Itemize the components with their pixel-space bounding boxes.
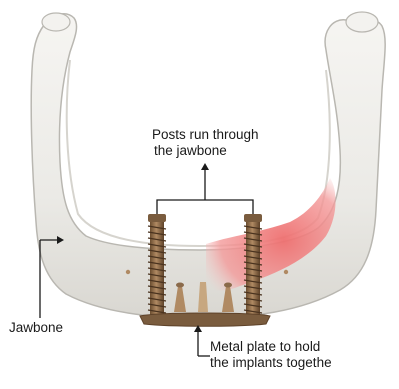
implant-post-left [148,214,166,318]
left-condyle [42,13,70,31]
label-posts-line-1: Posts run through [152,127,259,143]
label-jawbone: Jawbone [9,320,63,336]
metal-plate [140,313,270,326]
foramen-right [284,270,288,274]
label-posts: Posts run through the jawbone [152,127,259,159]
label-posts-line-2: the jawbone [152,143,259,159]
foramen-left [126,270,130,274]
right-condyle [346,12,378,32]
implant-post-right [244,214,262,318]
label-plate-line-2: the implants togethe [210,355,332,371]
label-plate: Metal plate to hold the implants togethe [210,339,332,371]
label-plate-line-1: Metal plate to hold [210,339,332,355]
implant-abutments [174,282,234,312]
